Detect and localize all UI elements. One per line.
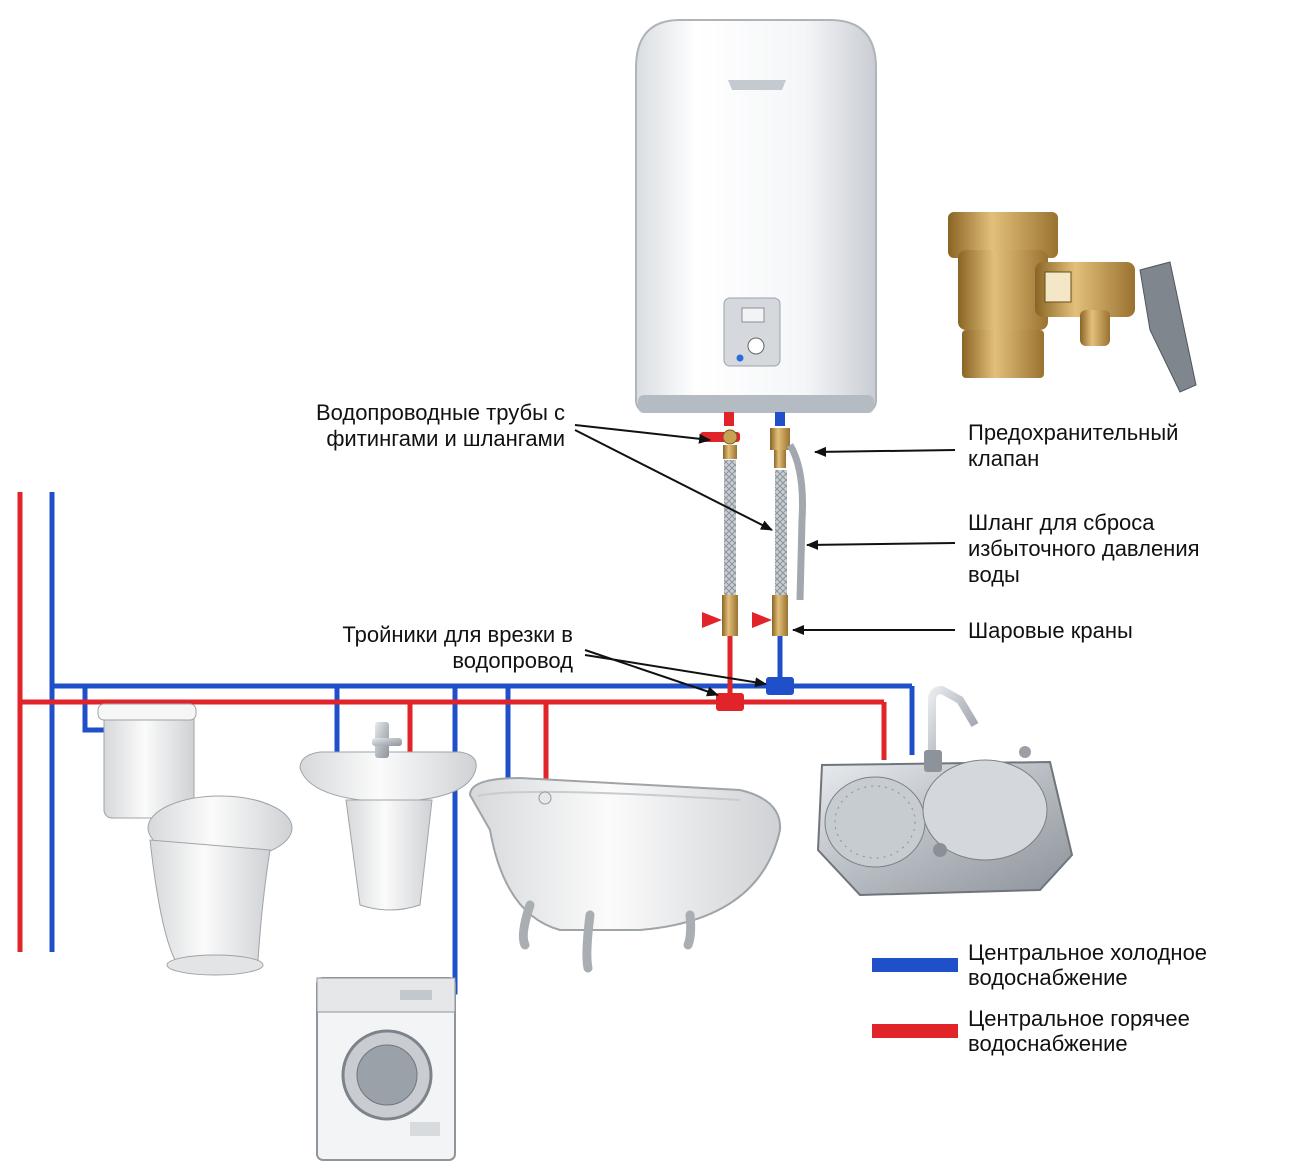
label-text: Водопроводные трубы с — [316, 400, 565, 425]
label-pipes-fittings: Водопроводные трубы с фитингами и шланга… — [316, 400, 565, 451]
label-text: Тройники для врезки в — [342, 622, 573, 647]
bathtub-icon — [468, 776, 782, 973]
safety-valve-icon — [948, 212, 1197, 393]
label-text: Предохранительный — [968, 420, 1178, 445]
label-text: Шланг для сброса — [968, 510, 1155, 535]
cold-tee-fitting — [766, 677, 794, 695]
water-heater-icon — [635, 19, 877, 426]
label-ball-valves: Шаровые краны — [968, 618, 1133, 643]
kitchen-sink-icon — [816, 685, 1074, 897]
legend-label: водоснабжение — [968, 965, 1128, 990]
label-text: водопровод — [452, 648, 573, 673]
hot-tee-fitting — [716, 693, 744, 711]
legend: Центральное холодное водоснабжение Центр… — [872, 940, 1207, 1056]
hot-flex-hose — [700, 429, 740, 636]
legend-label: водоснабжение — [968, 1031, 1128, 1056]
label-drain-hose: Шланг для сброса избыточного давления во… — [968, 510, 1200, 587]
label-text: воды — [968, 562, 1020, 587]
washing-machine-icon — [316, 977, 456, 1161]
legend-label: Центральное холодное — [968, 940, 1207, 965]
cold-flex-hose — [752, 428, 806, 636]
washbasin-icon — [299, 722, 477, 911]
legend-item-cold: Центральное холодное водоснабжение — [872, 940, 1207, 990]
label-text: избыточного давления — [968, 536, 1200, 561]
label-tees: Тройники для врезки в водопровод — [342, 622, 573, 673]
toilet-icon — [97, 703, 293, 976]
label-text: фитингами и шлангами — [326, 426, 565, 451]
callout-arrows — [574, 424, 956, 697]
label-safety-valve: Предохранительный клапан — [968, 420, 1178, 471]
legend-swatch-cold — [872, 958, 958, 972]
legend-item-hot: Центральное горячее водоснабжение — [872, 1006, 1190, 1056]
legend-label: Центральное горячее — [968, 1006, 1190, 1031]
label-text: клапан — [968, 446, 1039, 471]
label-text: Шаровые краны — [968, 618, 1133, 643]
legend-swatch-hot — [872, 1024, 958, 1038]
